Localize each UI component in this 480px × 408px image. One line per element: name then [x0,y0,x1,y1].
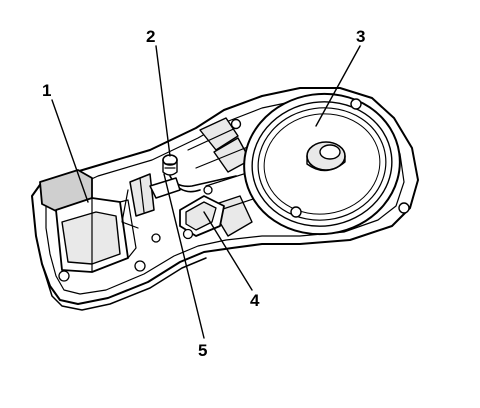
motor-assembly [230,92,410,236]
callout-5: 5 [198,341,207,360]
actuator-module [39,169,146,282]
callout-1: 1 [42,81,51,100]
adjusting-stud [162,154,178,176]
callout-2: 2 [146,27,155,46]
callouts: 1 2 3 4 5 [42,27,365,360]
leader-lines [51,45,361,339]
callout-3: 3 [356,27,365,46]
callout-4: 4 [250,291,260,310]
